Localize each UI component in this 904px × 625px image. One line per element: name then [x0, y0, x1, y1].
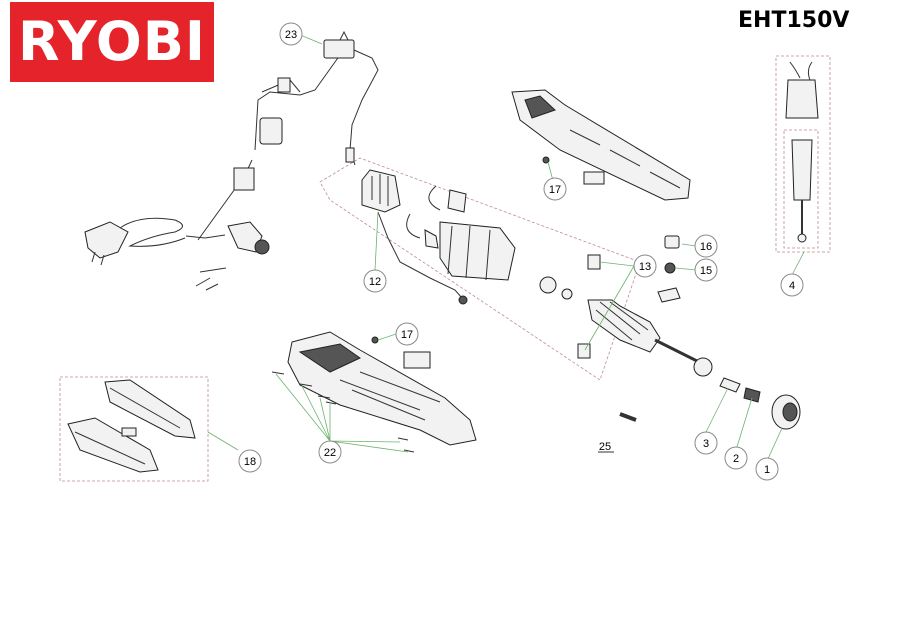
stator: [406, 185, 516, 281]
collet-nut: [771, 394, 801, 430]
svg-text:12: 12: [369, 276, 381, 288]
callout-17-lower: 17: [395, 322, 419, 346]
svg-text:3: 3: [703, 438, 709, 450]
svg-text:2: 2: [733, 453, 739, 465]
spindle-lock-button: [664, 235, 680, 249]
callout-3: 3: [694, 431, 718, 455]
housing-left-half: [287, 331, 477, 446]
callout-25: 25: [599, 441, 611, 453]
callout-23: 23: [279, 22, 303, 46]
callout-2: 2: [724, 446, 748, 470]
callout-1: 1: [755, 457, 779, 481]
callout-12: 12: [363, 269, 387, 293]
callout-22: 22: [318, 440, 342, 464]
collet: [719, 377, 741, 393]
housing-right-half: [511, 89, 691, 201]
rear-bearing: [539, 276, 557, 294]
svg-text:15: 15: [700, 265, 712, 277]
pin: [619, 412, 637, 422]
screw-lower: [371, 336, 379, 344]
svg-text:17: 17: [401, 329, 413, 341]
lock-spring: [664, 262, 676, 274]
armature-inner-frame: [783, 129, 819, 249]
armature-group-frame: [775, 55, 831, 253]
housing-set-lower: [67, 417, 159, 473]
svg-text:25: 25: [599, 441, 611, 453]
svg-text:23: 23: [285, 29, 297, 41]
svg-text:22: 22: [324, 447, 336, 459]
switch: [323, 30, 379, 166]
callout-18: 18: [238, 449, 262, 473]
housing-screws: [271, 371, 415, 453]
callout-16: 16: [694, 234, 718, 258]
svg-text:13: 13: [639, 261, 651, 273]
ryobi-logo: RYOBI: [10, 2, 214, 82]
housing-set-label: [121, 427, 137, 437]
housing-set-frame: [59, 376, 209, 482]
armature-closeup: [785, 61, 819, 243]
model-number: EHT150V: [738, 8, 850, 33]
svg-text:1: 1: [764, 464, 770, 476]
cord-clamp-screws: [195, 267, 227, 291]
svg-text:17: 17: [549, 184, 561, 196]
power-cord: [84, 54, 341, 266]
svg-text:18: 18: [244, 456, 256, 468]
callout-13: 13: [633, 254, 657, 278]
terminal-block: [233, 167, 255, 191]
connector: [277, 77, 291, 93]
screw-upper: [542, 156, 550, 164]
armature: [587, 299, 713, 377]
callout-17-upper: 17: [543, 177, 567, 201]
brush-holder-lower: [577, 343, 591, 359]
spacer: [561, 288, 573, 300]
callout-4: 4: [780, 273, 804, 297]
capacitor: [259, 117, 283, 145]
svg-text:16: 16: [700, 241, 712, 253]
speed-control: [361, 169, 468, 305]
callout-15: 15: [694, 258, 718, 282]
lock-plate: [657, 287, 681, 303]
cord-guard: [227, 221, 270, 255]
logo-text: RYOBI: [18, 10, 206, 73]
svg-text:4: 4: [789, 280, 795, 292]
collet-nut-insert: [743, 387, 761, 403]
brush-holder-upper: [587, 254, 601, 270]
housing-set-upper: [104, 379, 196, 439]
